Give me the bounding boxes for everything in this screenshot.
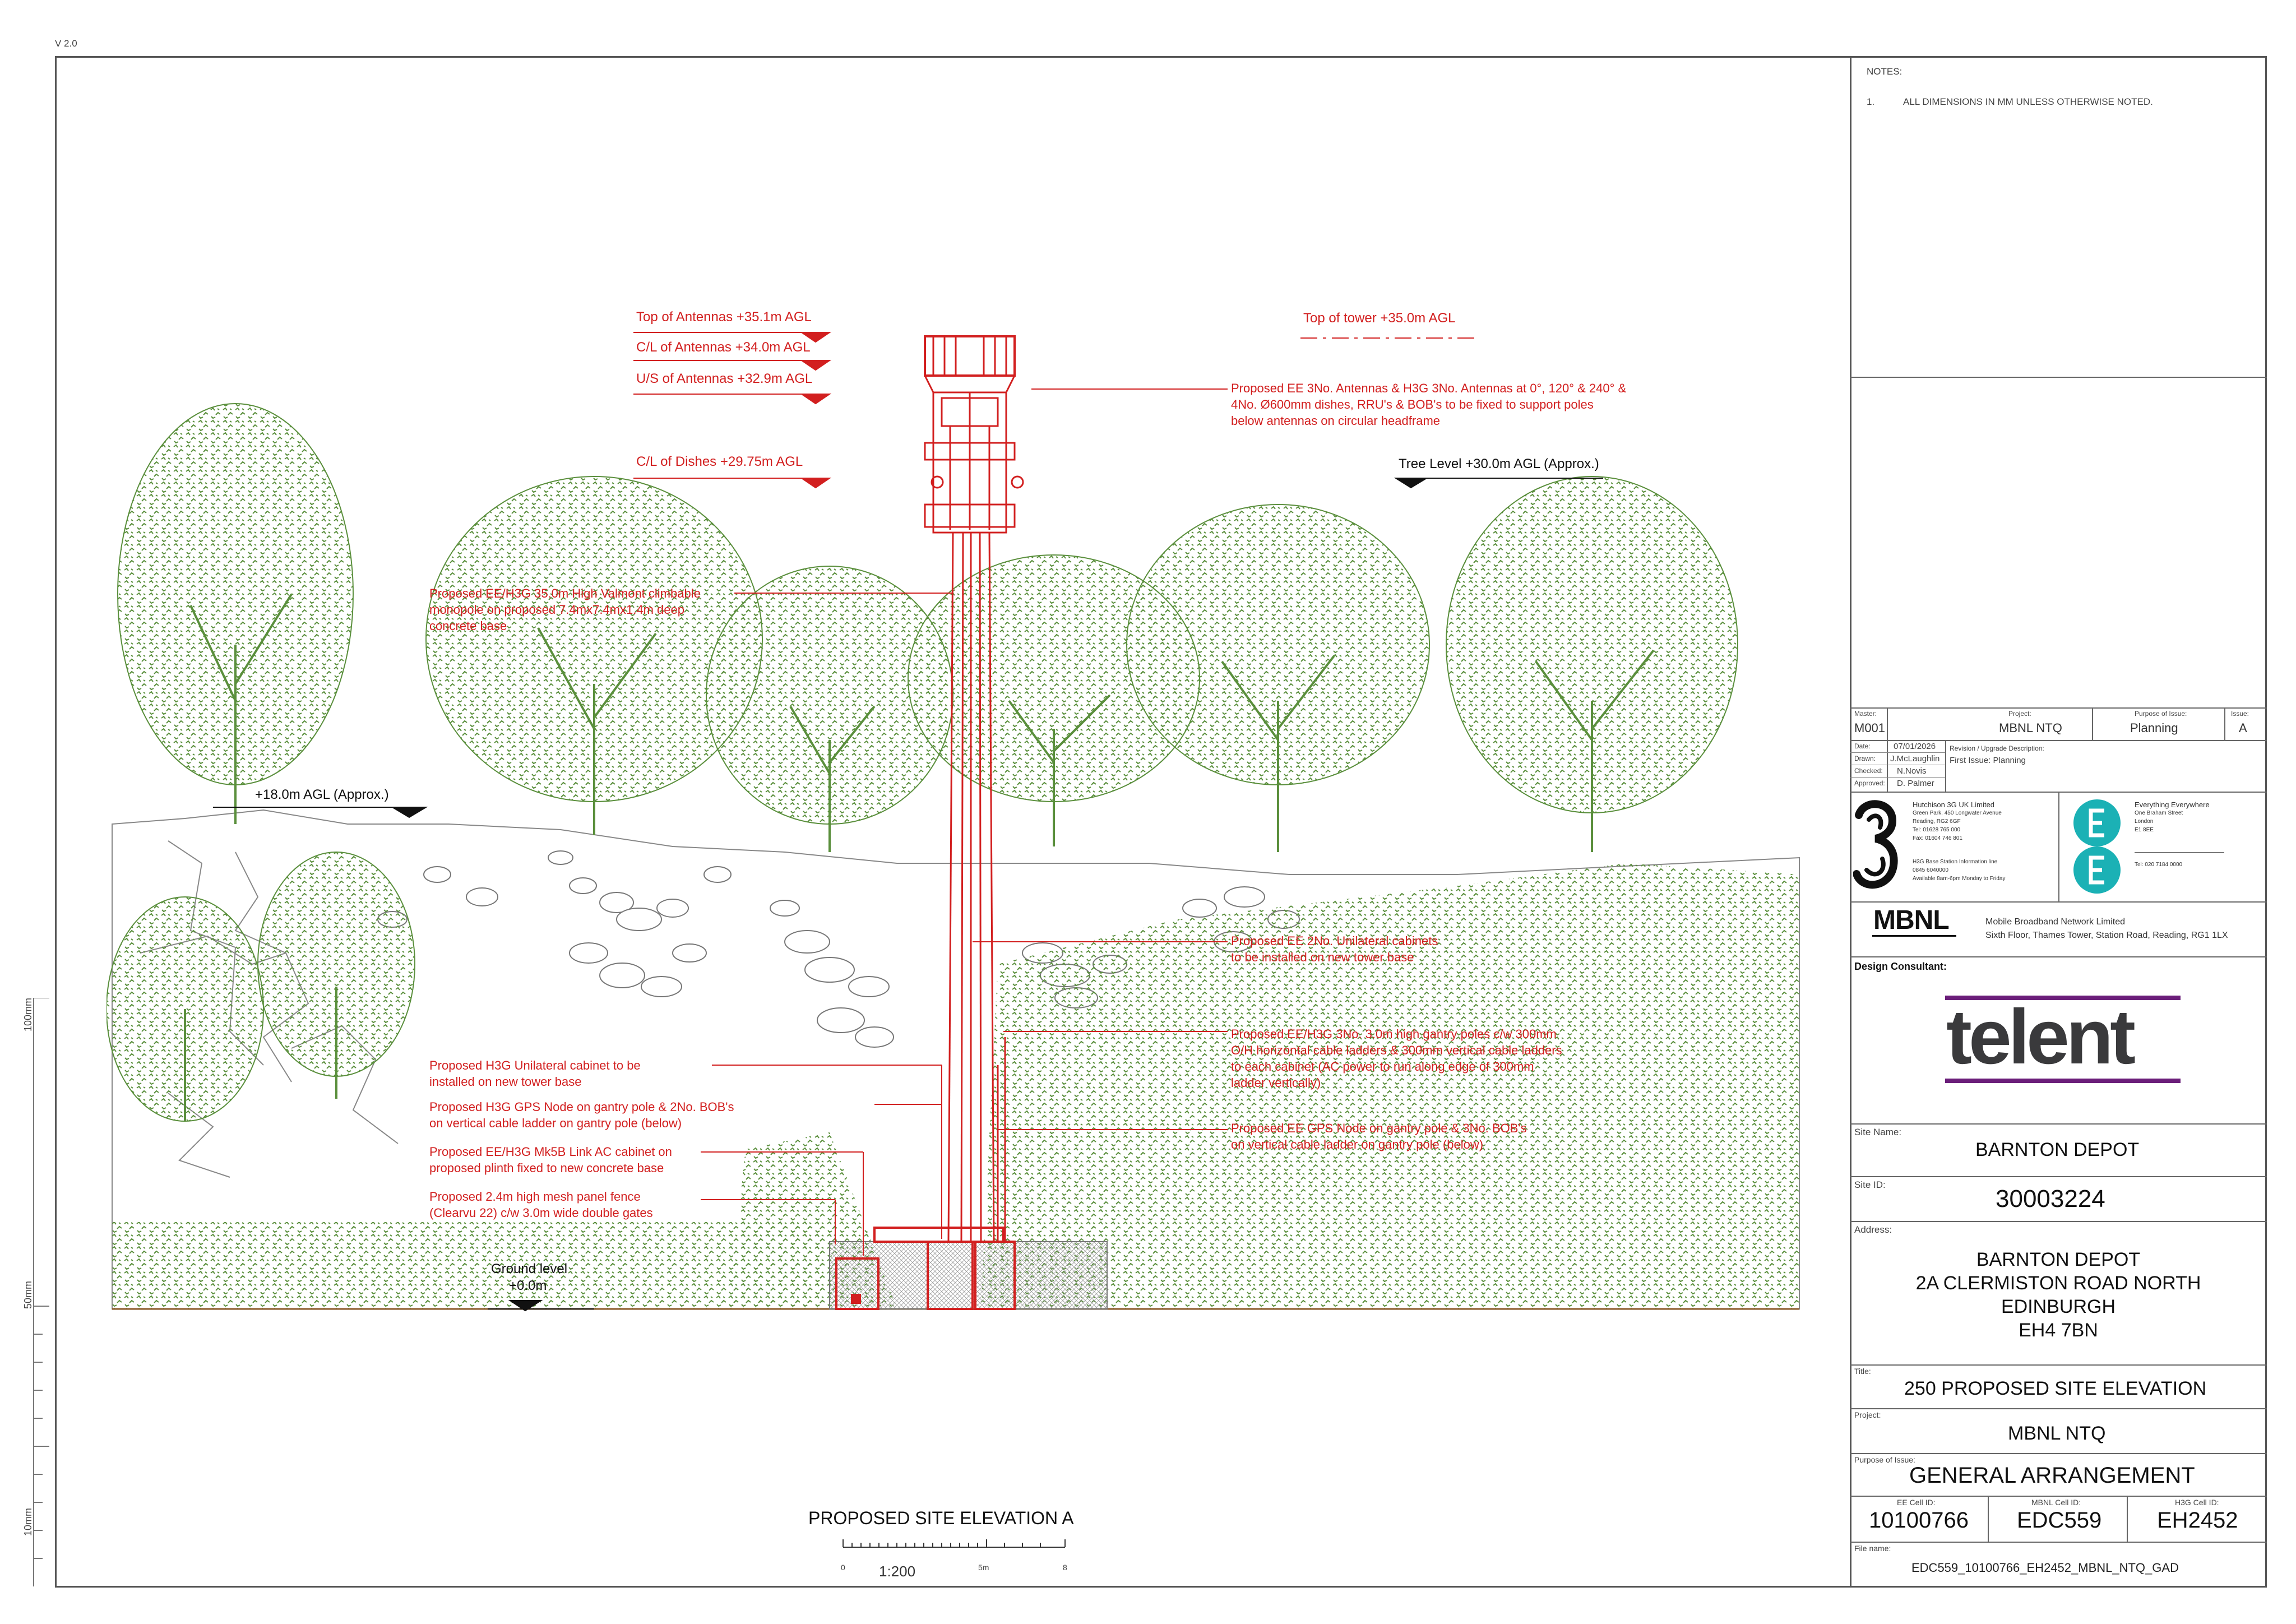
level-cl-antennas: C/L of Antennas +34.0m AGL [636, 340, 811, 355]
title-block [1850, 56, 2267, 1588]
notes-item-number: 1. [1867, 96, 1875, 107]
scale-ratio: 1:200 [879, 1563, 916, 1580]
mbnl-logo: MBNL [1873, 905, 1950, 935]
revision-value: First Issue: Planning [1950, 756, 2026, 765]
mbnl-cell-label: MBNL Cell ID: [2031, 1498, 2081, 1507]
telent-wordmark: telent [1946, 994, 2136, 1080]
title-label: Title: [1854, 1367, 1871, 1376]
mbnl-name: Mobile Broadband Network Limited [1985, 917, 2126, 927]
file-value: EDC559_10100766_EH2452_MBNL_NTQ_GAD [1911, 1561, 2179, 1575]
annotation-antennas: Proposed EE 3No. Antennas & H3G 3No. Ant… [1231, 381, 1627, 428]
annotation-fence: Proposed 2.4m high mesh panel fence(Clea… [429, 1190, 653, 1220]
date-value: 07/01/2026 [1894, 742, 1936, 751]
purpose2-value: GENERAL ARRANGEMENT [1909, 1463, 2195, 1488]
ground-level-label: Ground level [491, 1261, 568, 1276]
checked-value: N.Novis [1897, 766, 1927, 776]
approved-label: Approved: [1854, 779, 1885, 787]
design-consultant-label: Design Consultant: [1854, 961, 1947, 972]
revision-label: Revision / Upgrade Description: [1950, 744, 2044, 752]
title-block-header-row [1850, 707, 2267, 740]
purpose-label: Purpose of Issue: [2135, 710, 2187, 718]
site-name-label: Site Name: [1854, 1127, 1902, 1137]
black-level-markers [213, 478, 1603, 1312]
file-label: File name: [1854, 1544, 1891, 1553]
purpose2-label: Purpose of Issue: [1854, 1455, 1915, 1464]
notes-item-text: ALL DIMENSIONS IN MM UNLESS OTHERWISE NO… [1903, 96, 2153, 107]
ee-logo-icon [2073, 799, 2121, 894]
address-label: Address: [1854, 1224, 1892, 1235]
project2-label: Project: [1854, 1410, 1881, 1419]
mbnl-address: Sixth Floor, Thames Tower, Station Road,… [1985, 931, 2228, 940]
tree-trunks [184, 593, 1655, 1121]
issue-label: Issue: [2231, 710, 2249, 718]
h3g-cell-label: H3G Cell ID: [2175, 1498, 2219, 1507]
ruler-label-100: 100mm [22, 997, 34, 1031]
level-tree: Tree Level +30.0m AGL (Approx.) [1399, 456, 1599, 471]
drawn-value: J.McLaughlin [1890, 754, 1940, 764]
h3g-cell-value: EH2452 [2157, 1508, 2238, 1533]
date-label: Date: [1854, 742, 1871, 750]
project2-value: MBNL NTQ [2008, 1423, 2106, 1444]
three-logo-icon [1853, 800, 1898, 889]
master-value: M001 [1854, 721, 1886, 735]
operator-logos [1850, 792, 2267, 901]
ee-tel: Tel: 020 7184 0000 [2135, 862, 2183, 868]
equipment-cabinets [835, 1227, 1016, 1310]
ruler-label-10: 10mm [22, 1507, 34, 1536]
scale-tick-5m: 5m [978, 1563, 989, 1572]
drawing-title: PROPOSED SITE ELEVATION A [808, 1508, 1074, 1528]
annotation-ee-gps: Proposed EE GPS Node on gantry pole & 3N… [1231, 1121, 1527, 1151]
drawing-frame [55, 56, 2267, 1588]
mesh-fence [829, 1241, 1108, 1310]
revision-table [1850, 740, 2267, 792]
h3g-info: H3G Base Station Information line 0845 6… [1913, 859, 2006, 882]
site-id-label: Site ID: [1854, 1179, 1886, 1190]
project-label: Project: [2008, 710, 2031, 718]
version-label: V 2.0 [55, 38, 77, 49]
mbnl-cell-value: EDC559 [2017, 1508, 2102, 1533]
site-id-value: 30003224 [1996, 1185, 2105, 1213]
notes-heading: NOTES: [1867, 66, 1902, 77]
ee-details: Everything Everywhere One Braham Street … [2135, 801, 2210, 833]
scale-ruler [33, 997, 55, 1586]
tree-canopies [107, 403, 1738, 1122]
foreground-shrubs [112, 863, 1799, 1309]
address-value: BARNTON DEPOT 2A CLERMISTON ROAD NORTH E… [1915, 1249, 2201, 1341]
level-top-antennas: Top of Antennas +35.1m AGL [636, 309, 812, 325]
drawn-label: Drawn: [1854, 755, 1876, 762]
monopole-tower [924, 335, 1024, 1242]
h3g-details: Hutchison 3G UK Limited Green Park, 450 … [1913, 801, 2002, 841]
level-markers [633, 332, 1474, 489]
ground-level-value: +0.0m [509, 1278, 547, 1293]
level-cl-dishes: C/L of Dishes +29.75m AGL [636, 454, 803, 469]
purpose-value: Planning [2130, 721, 2178, 735]
scale-tick-8: 8 [1063, 1563, 1067, 1572]
approved-value: D. Palmer [1897, 779, 1934, 788]
level-top-tower: Top of tower +35.0m AGL [1303, 311, 1456, 326]
annotation-monopole: Proposed EE/H3G 35.0m High Valmont climb… [429, 586, 701, 633]
level-us-antennas: U/S of Antennas +32.9m AGL [636, 371, 813, 386]
annotation-gantry-poles: Proposed EE/H3G 3No. 3.0m high gantry po… [1231, 1027, 1562, 1090]
ruler-label-50: 50mm [22, 1280, 34, 1309]
leader-lines [701, 388, 1228, 1256]
issue-value: A [2239, 721, 2247, 735]
project-value: MBNL NTQ [1999, 721, 2062, 735]
title-value: 250 PROPOSED SITE ELEVATION [1904, 1378, 2207, 1399]
level-18m: +18.0m AGL (Approx.) [255, 787, 389, 802]
scale-tick-0: 0 [841, 1563, 845, 1572]
cell-id-row [1850, 1496, 2267, 1542]
site-elevation-drawing [107, 332, 1800, 1312]
checked-label: Checked: [1854, 767, 1883, 775]
ee-cell-value: 10100766 [1869, 1508, 1969, 1533]
annotation-h3g-gps: Proposed H3G GPS Node on gantry pole & 2… [429, 1100, 734, 1130]
scale-bar [843, 1539, 1066, 1548]
master-label: Master: [1854, 710, 1877, 718]
site-name-value: BARNTON DEPOT [1975, 1139, 2140, 1160]
ee-cell-label: EE Cell ID: [1897, 1498, 1936, 1507]
telent-logo: telent [1945, 994, 2181, 1083]
